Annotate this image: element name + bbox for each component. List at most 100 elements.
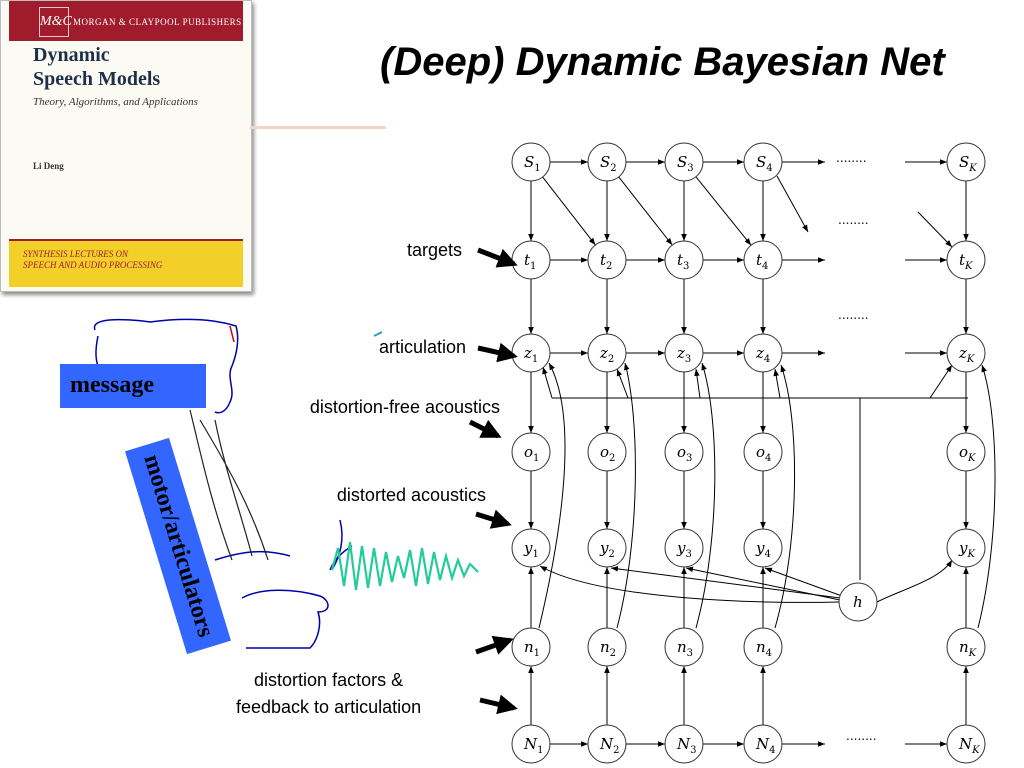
red-mark — [229, 325, 235, 343]
label-distorted: distorted acoustics — [336, 485, 486, 505]
node-t2: t2 — [587, 240, 627, 280]
book-title: Dynamic Speech Models — [33, 43, 160, 91]
node-circle — [743, 142, 783, 182]
node-S2: S2 — [587, 142, 627, 182]
node-S3: S3 — [664, 142, 704, 182]
pointer-arrow — [477, 247, 518, 268]
node-N3: N3 — [664, 724, 704, 764]
h-to-y — [610, 566, 841, 599]
h-to-y — [876, 559, 953, 603]
node-tK: tK — [946, 240, 986, 280]
label-distortion-factors: distortion factors & feedback to articul… — [236, 667, 421, 721]
node-n4: n4 — [743, 627, 783, 667]
node-label: h — [853, 593, 863, 611]
node-circle — [587, 142, 627, 182]
node-circle — [743, 240, 783, 280]
book-title-line2: Speech Models — [33, 68, 161, 90]
pointer-arrow — [477, 342, 518, 363]
sketch-lines — [189, 409, 269, 561]
cyan-mark — [373, 331, 383, 337]
node-circle — [743, 528, 783, 568]
book-header-band: M&C MORGAN & CLAYPOOL PUBLISHERS — [9, 1, 243, 41]
node-t4: t4 — [743, 240, 783, 280]
head-sketch — [93, 318, 239, 414]
node-circle — [946, 528, 986, 568]
node-circle — [664, 528, 704, 568]
pointer-arrow — [468, 419, 502, 439]
node-S1: S1 — [511, 142, 551, 182]
sound-wave — [330, 541, 479, 591]
node-N4: N4 — [743, 724, 783, 764]
node-o1: o1 — [511, 432, 551, 472]
feedback-n-z — [695, 362, 716, 629]
node-z4: z4 — [743, 333, 783, 373]
node-n2: n2 — [587, 627, 627, 667]
node-circle — [743, 724, 783, 764]
bus-to-z — [616, 368, 629, 399]
node-h: h — [838, 582, 878, 622]
node-circle — [946, 240, 986, 280]
book-series-band: SYNTHESIS LECTURES ON SPEECH AND AUDIO P… — [9, 239, 243, 287]
node-t1: t1 — [511, 240, 551, 280]
node-z2: z2 — [587, 333, 627, 373]
h-to-y — [685, 566, 841, 601]
node-N1: N1 — [511, 724, 551, 764]
edge-diagonal — [542, 176, 596, 246]
book-series-line2: SPEECH AND AUDIO PROCESSING — [23, 260, 163, 270]
node-t3: t3 — [664, 240, 704, 280]
accent-line — [250, 126, 386, 129]
slide-title: (Deep) Dynamic Bayesian Net — [380, 40, 945, 84]
book-author: Li Deng — [33, 161, 64, 171]
edge-diagonal — [618, 176, 673, 246]
node-circle — [511, 724, 551, 764]
feedback-n-z — [977, 364, 996, 629]
edge-diagonal — [917, 211, 953, 248]
node-circle — [587, 240, 627, 280]
node-circle — [511, 432, 551, 472]
node-circle — [664, 333, 704, 373]
book-subtitle: Theory, Algorithms, and Applications — [33, 96, 198, 108]
label-targets: targets — [406, 240, 462, 260]
publisher-logo: M&C — [39, 7, 72, 37]
node-z3: z3 — [664, 333, 704, 373]
node-circle — [743, 627, 783, 667]
node-circle — [946, 142, 986, 182]
node-circle — [664, 627, 704, 667]
node-n1: n1 — [511, 627, 551, 667]
feedback-n-z — [616, 362, 636, 629]
hand-sketch — [241, 589, 329, 649]
node-NK: NK — [946, 724, 986, 764]
node-y2: y2 — [587, 528, 627, 568]
node-circle — [664, 432, 704, 472]
node-circle — [743, 333, 783, 373]
node-circle — [587, 333, 627, 373]
node-circle — [946, 432, 986, 472]
h-to-y — [539, 565, 840, 603]
node-circle — [743, 432, 783, 472]
node-oK: oK — [946, 432, 986, 472]
node-y3: y3 — [664, 528, 704, 568]
label-articulation: articulation — [378, 337, 466, 357]
node-SK: SK — [946, 142, 986, 182]
edge-diagonal — [695, 176, 752, 246]
node-circle — [587, 432, 627, 472]
node-n3: n3 — [664, 627, 704, 667]
ellipsis: ........ — [836, 151, 867, 165]
node-yK: yK — [946, 528, 986, 568]
bus-to-z — [773, 368, 781, 399]
book-title-line1: Dynamic — [33, 44, 110, 66]
pointer-arrow — [479, 694, 518, 715]
node-N2: N2 — [587, 724, 627, 764]
node-circle — [587, 528, 627, 568]
node-z1: z1 — [511, 333, 551, 373]
node-o3: o3 — [664, 432, 704, 472]
h-to-y — [764, 567, 843, 597]
node-y4: y4 — [743, 528, 783, 568]
node-circle — [511, 240, 551, 280]
label-distortion-factors-line1: distortion factors & — [254, 670, 404, 690]
message-box: message — [60, 364, 206, 408]
bus-to-z — [542, 366, 553, 399]
node-y1: y1 — [511, 528, 551, 568]
node-zK: zK — [946, 333, 986, 373]
